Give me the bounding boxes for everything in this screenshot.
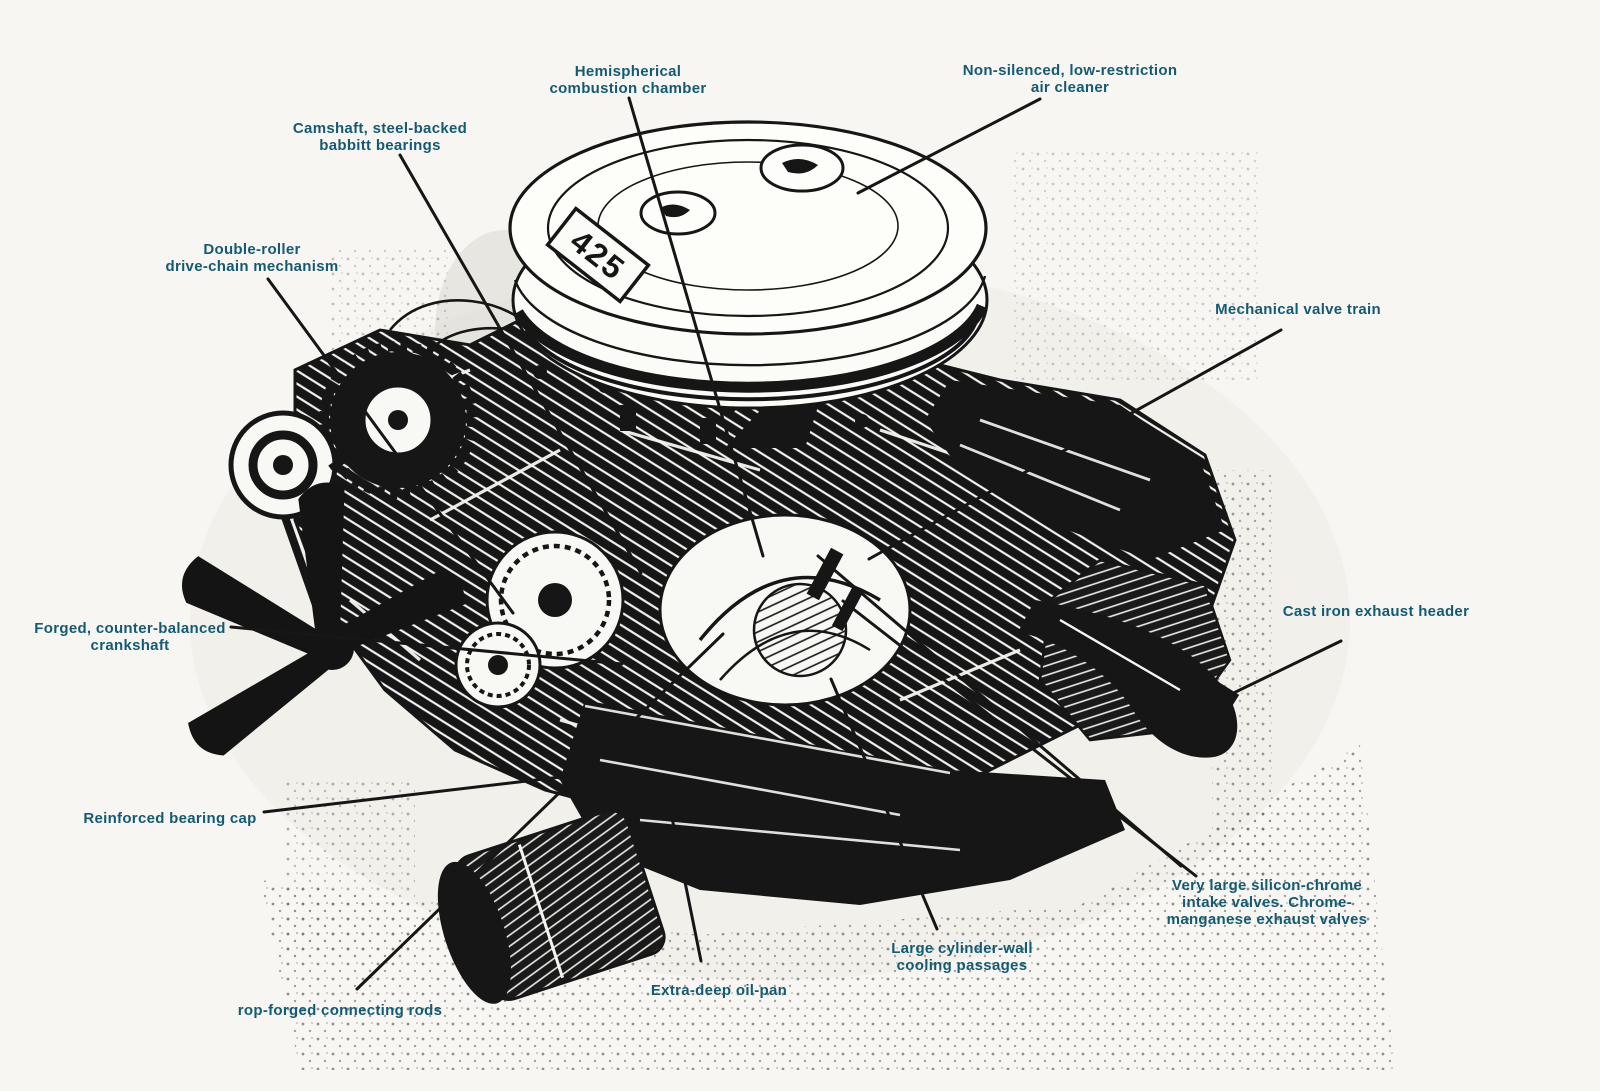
leader-line-camshaft-bearings — [398, 153, 643, 575]
callout-drive-chain-mechanism: Double-roller drive-chain mechanism — [165, 241, 339, 275]
leader-line-oil-pan — [664, 786, 703, 963]
leader-line-mechanical-valve-train — [867, 328, 1283, 561]
callout-bearing-cap: Reinforced bearing cap — [83, 810, 257, 827]
cooling-fan — [181, 482, 466, 756]
callout-cooling-passages: Large cylinder-wall cooling passages — [891, 940, 1033, 974]
leader-lines — [229, 96, 1343, 991]
air-cleaner-illustration: 425 — [508, 120, 989, 448]
callout-oil-pan: Extra-deep oil-pan — [650, 982, 788, 999]
callout-air-cleaner: Non-silenced, low-restriction air cleane… — [962, 62, 1178, 96]
callout-hemispherical-combustion-chamber: Hemispherical combustion chamber — [549, 63, 707, 97]
leader-line-bearing-cap — [262, 775, 563, 814]
leader-line-cooling-passages — [829, 677, 939, 931]
oil-filter — [437, 809, 666, 1004]
generator-gear — [319, 341, 477, 499]
leader-line-crankshaft — [229, 625, 624, 666]
leader-line-connecting-rods — [355, 632, 725, 991]
oil-pan-illustration — [560, 700, 1125, 905]
exhaust-header-illustration — [1018, 600, 1240, 758]
timing-gears — [454, 530, 625, 709]
leader-line-drive-chain-mechanism — [266, 277, 515, 615]
callout-exhaust-header: Cast iron exhaust header — [1282, 603, 1470, 620]
leader-line-valves — [841, 599, 1198, 878]
valve-cover — [925, 380, 1225, 560]
leader-line-air-cleaner — [856, 97, 1042, 195]
leader-line-exhaust-header — [1215, 639, 1343, 703]
leader-line-hemispherical-combustion-chamber — [627, 96, 765, 558]
leader-line-valves — [816, 554, 1183, 868]
cylinder-cutaway — [658, 513, 912, 707]
callout-valves: Very large silicon-chrome intake valves.… — [1166, 877, 1368, 928]
callout-camshaft-bearings: Camshaft, steel-backed babbitt bearings — [292, 120, 468, 154]
callout-connecting-rods: rop-forged connecting rods — [237, 1002, 443, 1019]
callout-mechanical-valve-train: Mechanical valve train — [1215, 301, 1381, 318]
callout-crankshaft: Forged, counter-balanced crankshaft — [34, 620, 226, 654]
